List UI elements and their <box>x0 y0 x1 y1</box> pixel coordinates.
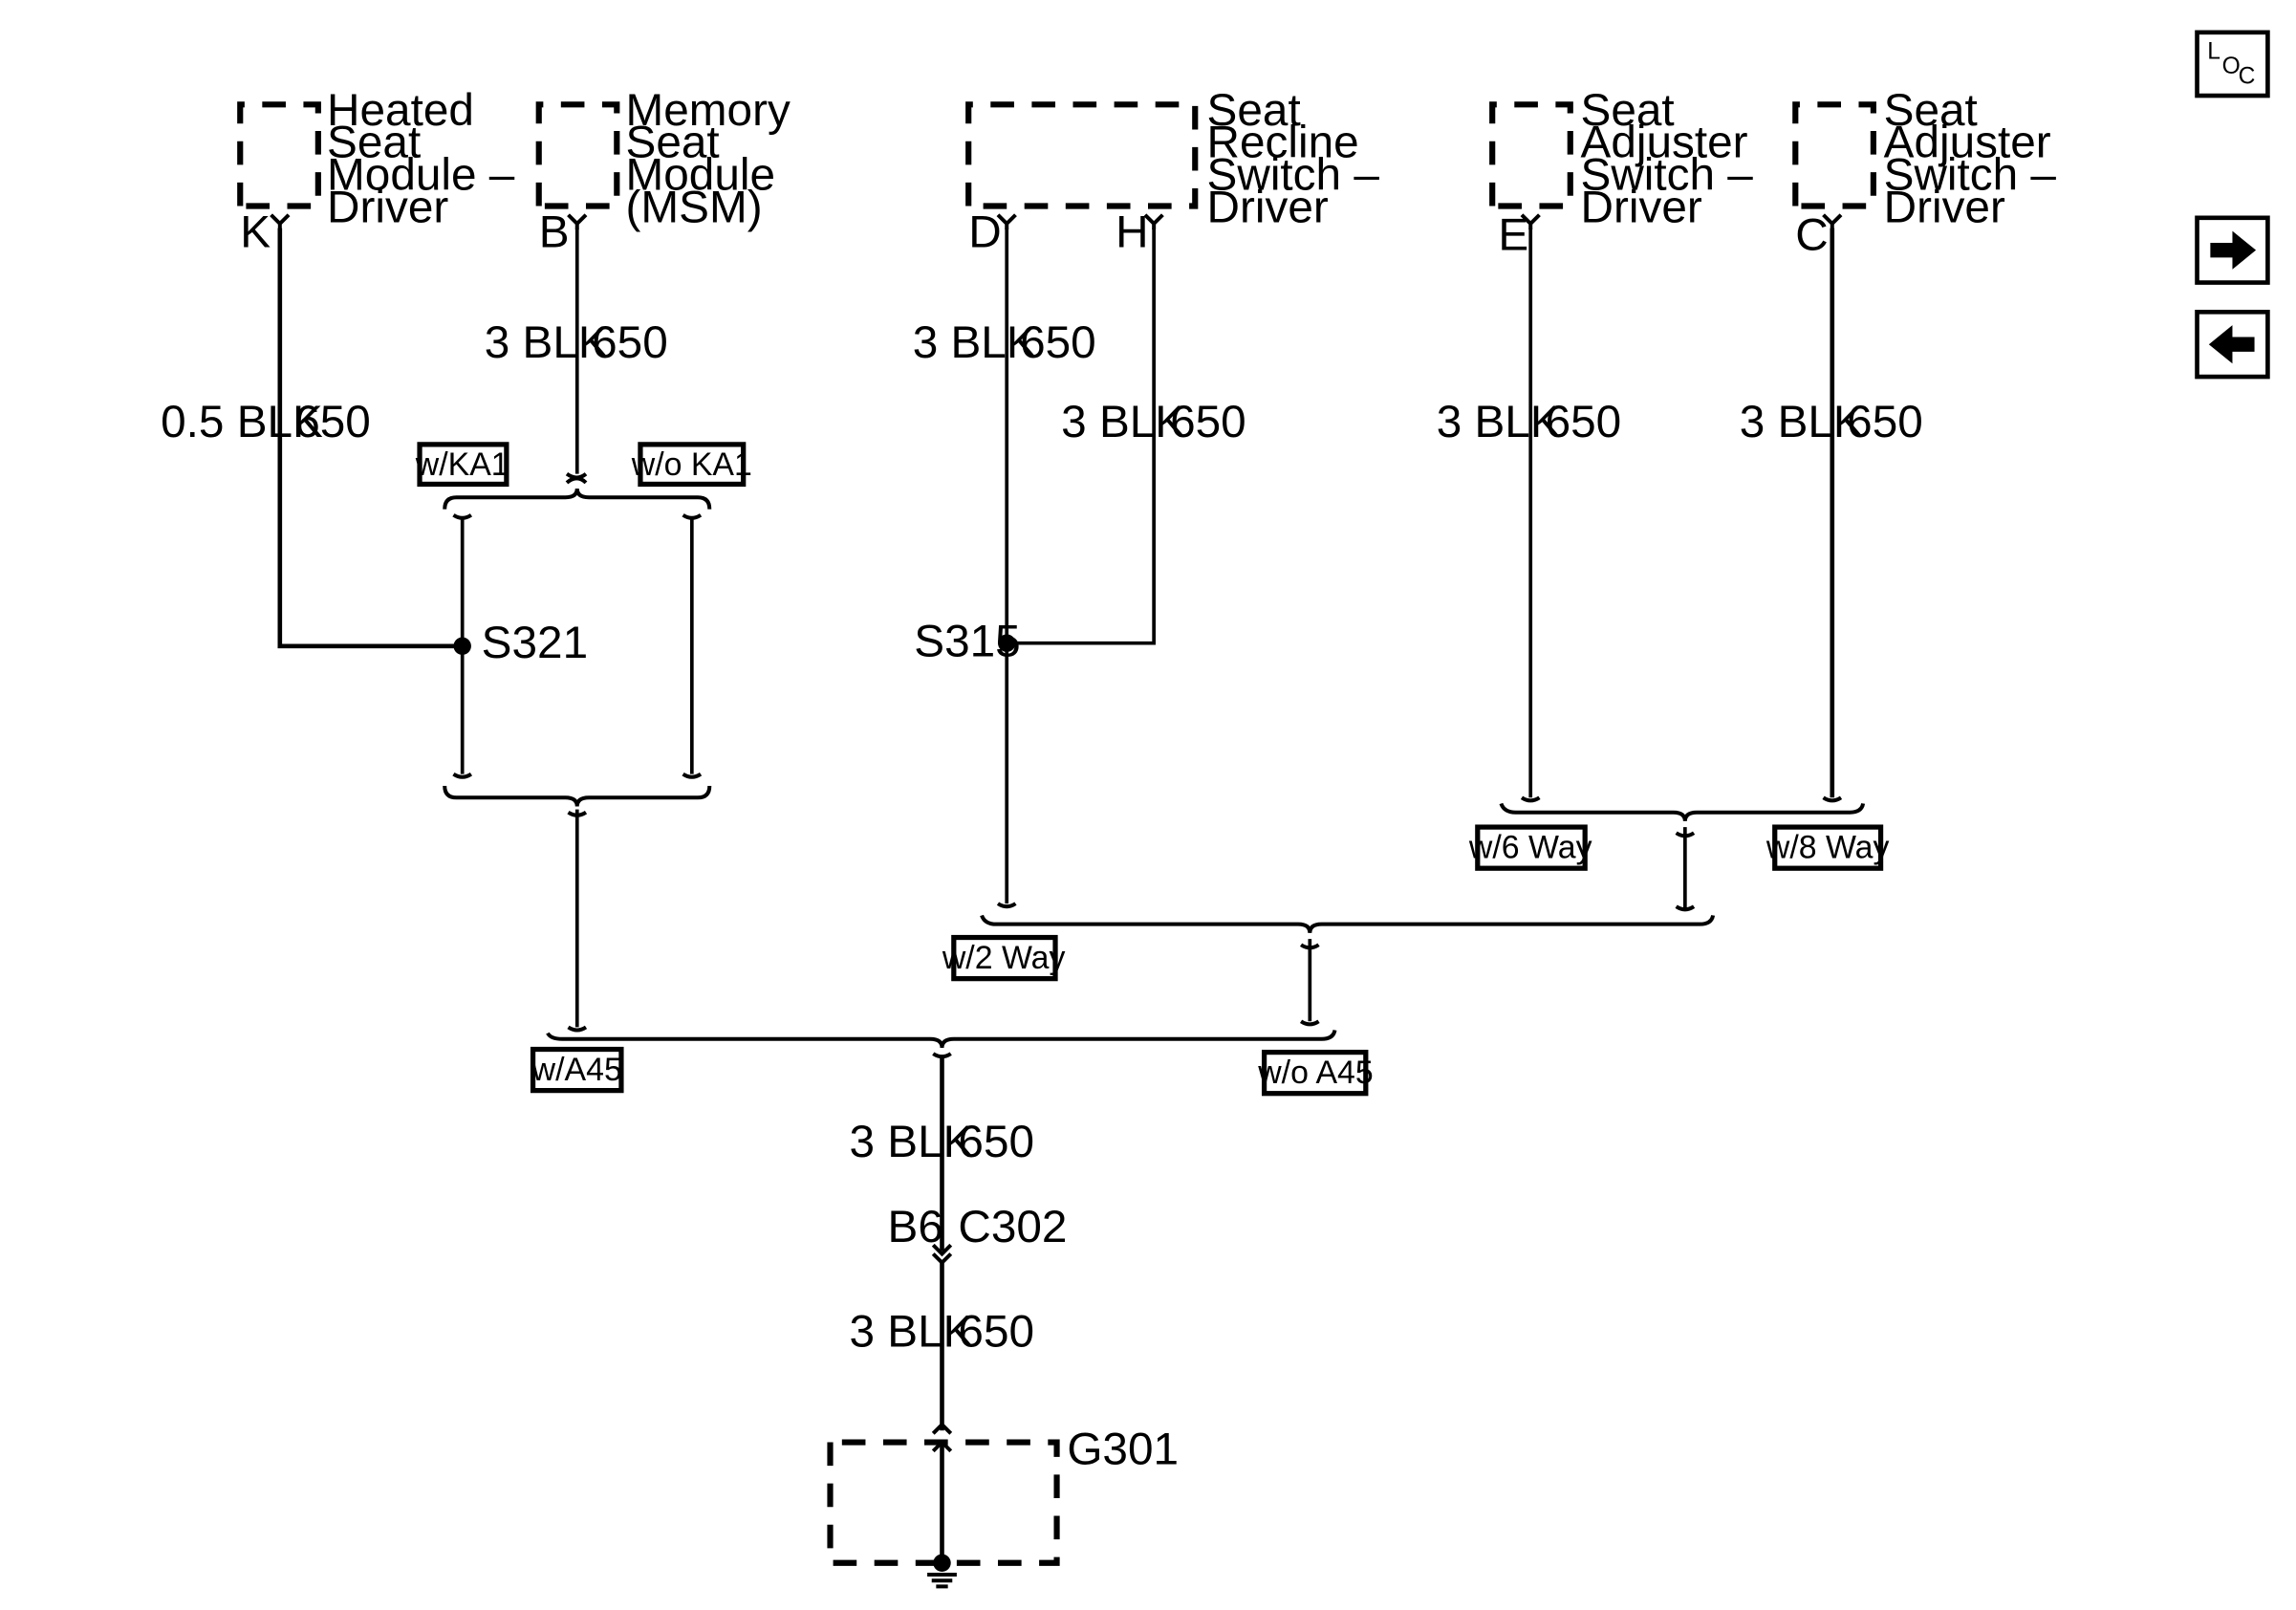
e-wire: 3 BLK 650 <box>1437 228 1622 798</box>
h-wire-gauge: 3 BLK <box>1061 397 1185 447</box>
heated-seat-module-label-1: Heated <box>327 85 474 136</box>
b-wire-circuit: 650 <box>592 317 668 368</box>
w-ka1-option-box: w/KA1 <box>415 442 509 488</box>
memory-seat-module-label-1: Memory <box>626 85 791 136</box>
w-8way-option-label: w/8 Way <box>1765 829 1890 865</box>
w-2way-option-label: w/2 Way <box>942 940 1066 976</box>
seat-recline-switch: Seat Recline Switch – Driver D H <box>965 85 1380 258</box>
svg-text:L: L <box>2207 39 2220 65</box>
seat-recline-switch-label-4: Driver <box>1207 182 1329 232</box>
e-wire-circuit: 650 <box>1546 397 1622 447</box>
connector-pin-label: B6 <box>888 1202 943 1252</box>
memory-seat-module-label-4: (MSM) <box>626 182 763 232</box>
ground-g301: G301 <box>827 1422 1179 1589</box>
location-icon[interactable]: L O C <box>2195 30 2270 98</box>
h-wire-circuit: 650 <box>1170 397 1246 447</box>
pin-h-label: H <box>1116 207 1148 258</box>
k-wire-circuit: 650 <box>294 397 371 447</box>
w-6way-option-label: w/6 Way <box>1468 829 1592 865</box>
w-8way-option-box: w/8 Way <box>1765 824 1890 871</box>
two-way-option-brace <box>980 914 1716 1027</box>
wo-a45-option-box: w/o A45 <box>1257 1049 1374 1097</box>
seat-adjuster-c-label-3: Switch – <box>1884 150 2057 201</box>
seat-adjuster-c-label-2: Adjuster <box>1884 118 2051 168</box>
seat-adjuster-e-label-1: Seat <box>1581 85 1675 136</box>
k-wire-gauge: 0.5 BLK <box>161 397 323 447</box>
seat-adjuster-switch-c: Seat Adjuster Switch – Driver C <box>1792 85 2057 261</box>
seat-recline-switch-label-2: Recline <box>1207 118 1359 168</box>
seat-adjuster-e-label-2: Adjuster <box>1581 118 1748 168</box>
seat-adjuster-c-label-1: Seat <box>1884 85 1978 136</box>
wo-a45-option-label: w/o A45 <box>1257 1055 1373 1091</box>
connector-c302: B6 C302 <box>888 1202 1067 1266</box>
d-wire-circuit: 650 <box>1020 317 1096 368</box>
w-6way-option-box: w/6 Way <box>1468 824 1592 871</box>
b-wire: 3 BLK 650 <box>485 228 668 485</box>
seat-adjuster-c-label-4: Driver <box>1884 182 2005 232</box>
svg-text:C: C <box>2239 64 2256 90</box>
h-wire: 3 BLK 650 <box>1007 228 1246 645</box>
seat-adjuster-e-label-3: Switch – <box>1581 150 1754 201</box>
connector-name-label: C302 <box>958 1202 1067 1252</box>
main-lower-circuit: 650 <box>958 1306 1034 1357</box>
c-wire: 3 BLK 650 <box>1740 228 1923 798</box>
w-2way-option-box: w/2 Way <box>942 934 1066 982</box>
wo-ka1-option-box: w/o KA1 <box>631 442 752 488</box>
pin-b-label: B <box>539 207 570 258</box>
seat-adjuster-switch-e: Seat Adjuster Switch – Driver E <box>1489 85 1754 261</box>
splice-s321: S321 <box>453 618 588 668</box>
wo-ka1-option-label: w/o KA1 <box>631 446 752 483</box>
splice-s315-label: S315 <box>914 617 1020 667</box>
pin-k-label: K <box>240 207 271 258</box>
d-wire: 3 BLK 650 <box>913 228 1096 904</box>
heated-seat-module-label-4: Driver <box>327 182 448 232</box>
w-a45-option-box: w/A45 <box>530 1046 624 1094</box>
w-ka1-option-label: w/KA1 <box>415 446 509 483</box>
memory-seat-module: Memory Seat Module (MSM) B <box>535 85 791 258</box>
d-wire-gauge: 3 BLK <box>913 317 1037 368</box>
k-wire: 0.5 BLK 650 <box>161 228 463 649</box>
svg-text:O: O <box>2222 54 2241 79</box>
b-wire-gauge: 3 BLK <box>485 317 609 368</box>
main-upper-gauge: 3 BLK <box>850 1117 974 1167</box>
c-wire-circuit: 650 <box>1847 397 1923 447</box>
seat-adjuster-e-label-4: Driver <box>1581 182 1702 232</box>
c-wire-gauge: 3 BLK <box>1740 397 1864 447</box>
splice-s321-label: S321 <box>482 618 588 668</box>
ka1-option-brace <box>443 488 712 807</box>
seat-recline-switch-label-1: Seat <box>1207 85 1301 136</box>
memory-seat-module-label-2: Seat <box>626 118 720 168</box>
heated-seat-module-label-3: Module – <box>327 150 515 201</box>
arrow-right-icon[interactable] <box>2195 215 2270 285</box>
pin-c-label: C <box>1795 210 1828 261</box>
main-upper-circuit: 650 <box>958 1117 1034 1167</box>
way-option-brace <box>1499 802 1866 912</box>
arrow-left-icon[interactable] <box>2195 310 2270 380</box>
ground-g301-label: G301 <box>1067 1425 1179 1475</box>
w-a45-option-label: w/A45 <box>531 1052 622 1088</box>
main-lower-wire: 3 BLK 650 <box>850 1262 1034 1431</box>
main-lower-gauge: 3 BLK <box>850 1306 974 1357</box>
main-upper-wire: 3 BLK 650 <box>850 1056 1034 1251</box>
splice-s315: S315 <box>914 617 1020 667</box>
e-wire-gauge: 3 BLK <box>1437 397 1561 447</box>
a45-option-brace <box>546 1030 1337 1059</box>
memory-seat-module-label-3: Module <box>626 150 775 201</box>
pin-d-label: D <box>968 207 1001 258</box>
heated-seat-module: Heated Seat Module – Driver K <box>237 85 515 258</box>
heated-seat-module-label-2: Seat <box>327 118 421 168</box>
seat-recline-switch-label-3: Switch – <box>1207 150 1380 201</box>
